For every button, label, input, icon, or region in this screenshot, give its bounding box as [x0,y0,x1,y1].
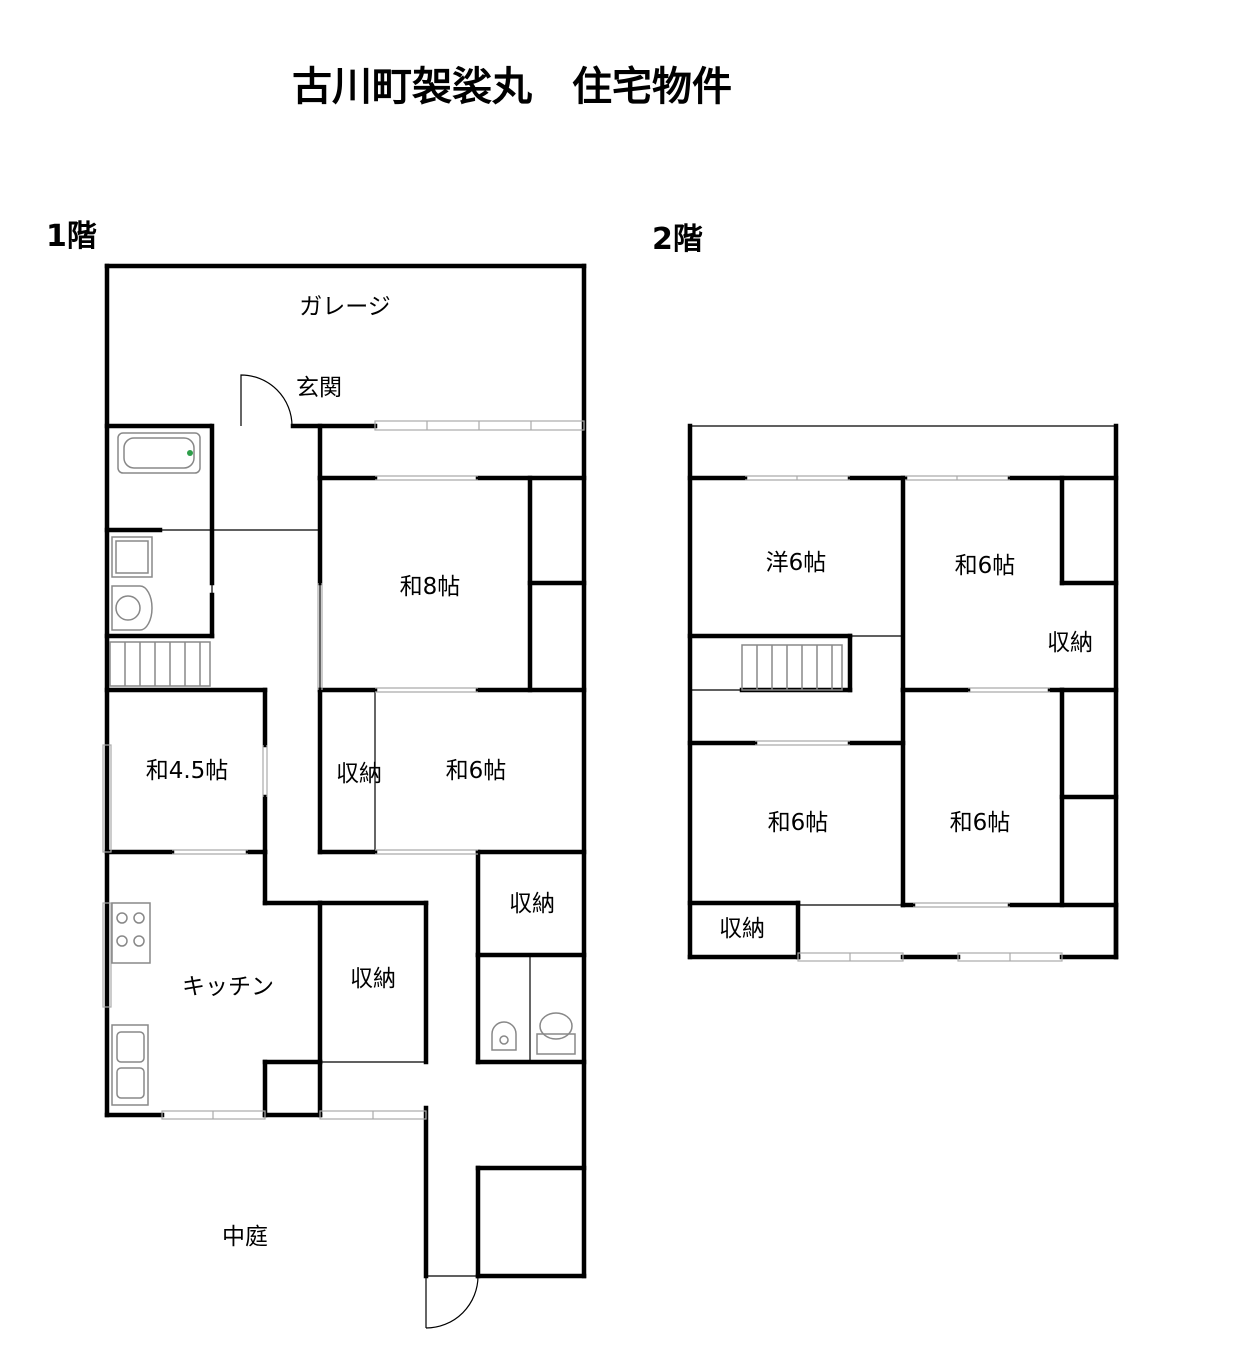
room-label-storage-e: 収納 [1047,630,1093,656]
staircase-icon [109,641,211,687]
room-label-storage-c: 収納 [350,966,396,992]
floor-2-plan: 2階 [652,222,1119,962]
bathtub-icon [117,432,201,474]
floor-1-plan: 1階 [46,219,587,1329]
room-label-storage-f: 収納 [719,916,765,942]
floor-2-windows [745,475,1063,962]
room-label-garage: ガレージ [299,294,391,320]
floor-1-partitions [160,529,531,1063]
room-label-washitsu-6-ne: 和6帖 [955,553,1016,579]
room-label-western-6: 洋6帖 [766,550,827,576]
floor-1-label: 1階 [46,219,97,254]
faucet-icon [187,450,193,456]
room-label-storage-a: 収納 [336,761,382,787]
entrance-door-swing [240,374,293,427]
room-label-kitchen: キッチン [182,974,274,1000]
room-label-washitsu-6-se: 和6帖 [950,810,1011,836]
floor-1-walls [104,263,587,1279]
room-label-washitsu-6: 和6帖 [446,758,507,784]
room-label-entrance: 玄関 [296,375,342,401]
toilet-icon [536,1012,576,1055]
floor-2-labels: 洋6帖 和6帖 収納 和6帖 和6帖 収納 [719,550,1093,942]
staircase-2f-icon [741,644,843,691]
shower-icon [111,536,153,578]
washbasin-icon [111,585,153,631]
floor-2-label: 2階 [652,222,703,257]
floor-1-doors [240,374,479,1329]
room-label-washitsu-6-sw: 和6帖 [768,810,829,836]
room-label-washitsu-8: 和8帖 [400,574,461,600]
rear-door-swing [425,1275,479,1329]
page-title: 古川町袈裟丸 住宅物件 [292,64,732,110]
floor-1-windows [102,420,585,1120]
floor-1-fixtures [109,432,576,1106]
floor-1-labels: ガレージ 玄関 和8帖 和4.5帖 収納 和6帖 収納 キッチン 収納 中庭 [146,294,555,1250]
floor-2-partitions [690,425,1116,906]
floor-2-walls [687,423,1119,960]
room-label-storage-b: 収納 [509,891,555,917]
room-label-washitsu-4-5: 和4.5帖 [146,758,229,784]
room-label-courtyard: 中庭 [222,1224,268,1250]
kitchen-sink-icon [111,1024,149,1106]
stove-icon [111,902,151,964]
urinal-icon [491,1021,517,1051]
